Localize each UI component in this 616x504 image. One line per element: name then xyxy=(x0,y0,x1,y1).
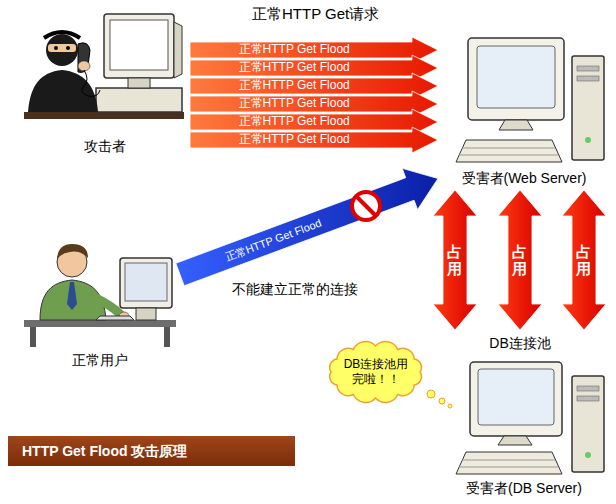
flow-arrow xyxy=(433,190,477,330)
web-server-node: 受害者(Web Server) xyxy=(438,26,610,190)
normal-user-figure xyxy=(125,263,167,301)
attacker-figure xyxy=(110,20,168,70)
flow-arrow xyxy=(176,168,438,285)
db-server-computer xyxy=(470,362,562,436)
normal-user-figure xyxy=(30,327,36,347)
normal-user-figure xyxy=(136,308,156,320)
arrow-label: 正常HTTP Get Flood xyxy=(239,61,350,74)
node-label: 受害者(Web Server) xyxy=(460,169,589,187)
arrow-label: 正常HTTP Get Flood xyxy=(239,133,350,146)
db-server-computer xyxy=(498,436,532,445)
db-server-computer xyxy=(456,362,604,474)
arrow-label: 正常HTTP Get Flood xyxy=(239,115,350,128)
node-label: DB连接池用完啦！！ xyxy=(342,357,409,387)
db-server-computer xyxy=(459,460,558,467)
arrow-label: 正常HTTP Get Flood xyxy=(239,79,350,92)
prohibition-symbol xyxy=(352,192,380,220)
normal-user-figure xyxy=(67,282,77,310)
attacker-figure xyxy=(44,32,80,38)
flow-arrow xyxy=(190,73,438,99)
attacker-figure xyxy=(24,14,184,119)
web-server-computer xyxy=(456,38,604,162)
attacker-figure xyxy=(174,22,182,78)
node-label: 攻击者 xyxy=(82,137,128,155)
db-server-node: 受害者(DB Server) xyxy=(438,330,610,500)
web-server-computer xyxy=(459,148,558,155)
node-label: 受害者(DB Server) xyxy=(464,479,584,497)
prohibition-symbol xyxy=(356,196,376,216)
attacker-figure xyxy=(128,78,150,88)
db-server-computer xyxy=(456,452,562,474)
thought-bubble-trail xyxy=(448,404,452,408)
arrow-label: 占用 xyxy=(447,244,462,277)
normal-user-figure xyxy=(24,320,176,327)
web-server-computer xyxy=(585,137,591,143)
db-server-computer xyxy=(577,396,599,401)
web-server-computer xyxy=(577,66,599,71)
flow-arrow xyxy=(498,190,542,330)
thought-bubble-trail xyxy=(427,390,435,398)
attacker-figure xyxy=(46,34,78,66)
web-server-computer xyxy=(577,76,599,81)
attacker-figure xyxy=(28,70,98,112)
web-server-computer xyxy=(572,56,604,160)
user-node: 正常用户 xyxy=(20,222,180,372)
cloud-outline xyxy=(330,342,422,403)
web-server-computer xyxy=(468,38,564,120)
attacker-figure xyxy=(96,88,182,112)
flow-arrow xyxy=(190,109,438,135)
normal-user-figure xyxy=(24,244,176,347)
db-server-computer xyxy=(478,369,554,425)
attacker-figure xyxy=(48,44,76,52)
arrow-label: 正常HTTP Get Flood xyxy=(239,97,350,110)
normal-user-figure xyxy=(57,244,88,259)
attacker-figure xyxy=(78,61,90,71)
flow-arrow xyxy=(190,127,438,153)
text-label: 不能建立正常的连接 xyxy=(232,281,358,298)
connectors xyxy=(176,37,606,330)
attacker-figure xyxy=(24,112,184,119)
db-server-computer xyxy=(572,376,604,472)
arrow-label: 正常HTTP Get Flood xyxy=(239,43,350,56)
web-server-computer xyxy=(477,46,555,108)
attacker-figure xyxy=(82,70,100,96)
thought-bubble-trail xyxy=(427,390,452,408)
prohibition-symbol xyxy=(352,192,380,220)
normal-user-figure xyxy=(96,298,120,314)
flow-arrow xyxy=(562,190,606,330)
db-server-computer xyxy=(585,452,591,458)
attacker-node: 攻击者 xyxy=(20,8,190,158)
attacker-figure xyxy=(78,43,90,73)
normal-user-figure xyxy=(120,258,172,308)
thought-cloud: DB连接池用完啦！！ xyxy=(324,339,427,405)
flow-arrow xyxy=(190,37,438,63)
web-server-computer xyxy=(456,140,562,162)
arrow-label: 占用 xyxy=(576,244,591,277)
attacker-figure xyxy=(54,46,58,50)
attacker-figure xyxy=(66,46,70,50)
attacker-figure xyxy=(104,14,174,78)
thought-bubble-trail xyxy=(439,398,445,404)
arrow-label: 占用 xyxy=(512,244,527,277)
flow-arrow xyxy=(190,55,438,81)
normal-user-figure xyxy=(96,316,134,320)
caption-banner: HTTP Get Flood 攻击原理 xyxy=(8,436,295,466)
normal-user-figure xyxy=(164,327,170,347)
db-server-computer xyxy=(577,386,599,391)
web-server-computer xyxy=(499,120,533,130)
text-label: 正常HTTP Get请求 xyxy=(252,5,379,23)
node-label: 正常用户 xyxy=(70,351,130,369)
flow-arrow xyxy=(190,91,438,117)
text-label: DB连接池 xyxy=(489,335,550,352)
